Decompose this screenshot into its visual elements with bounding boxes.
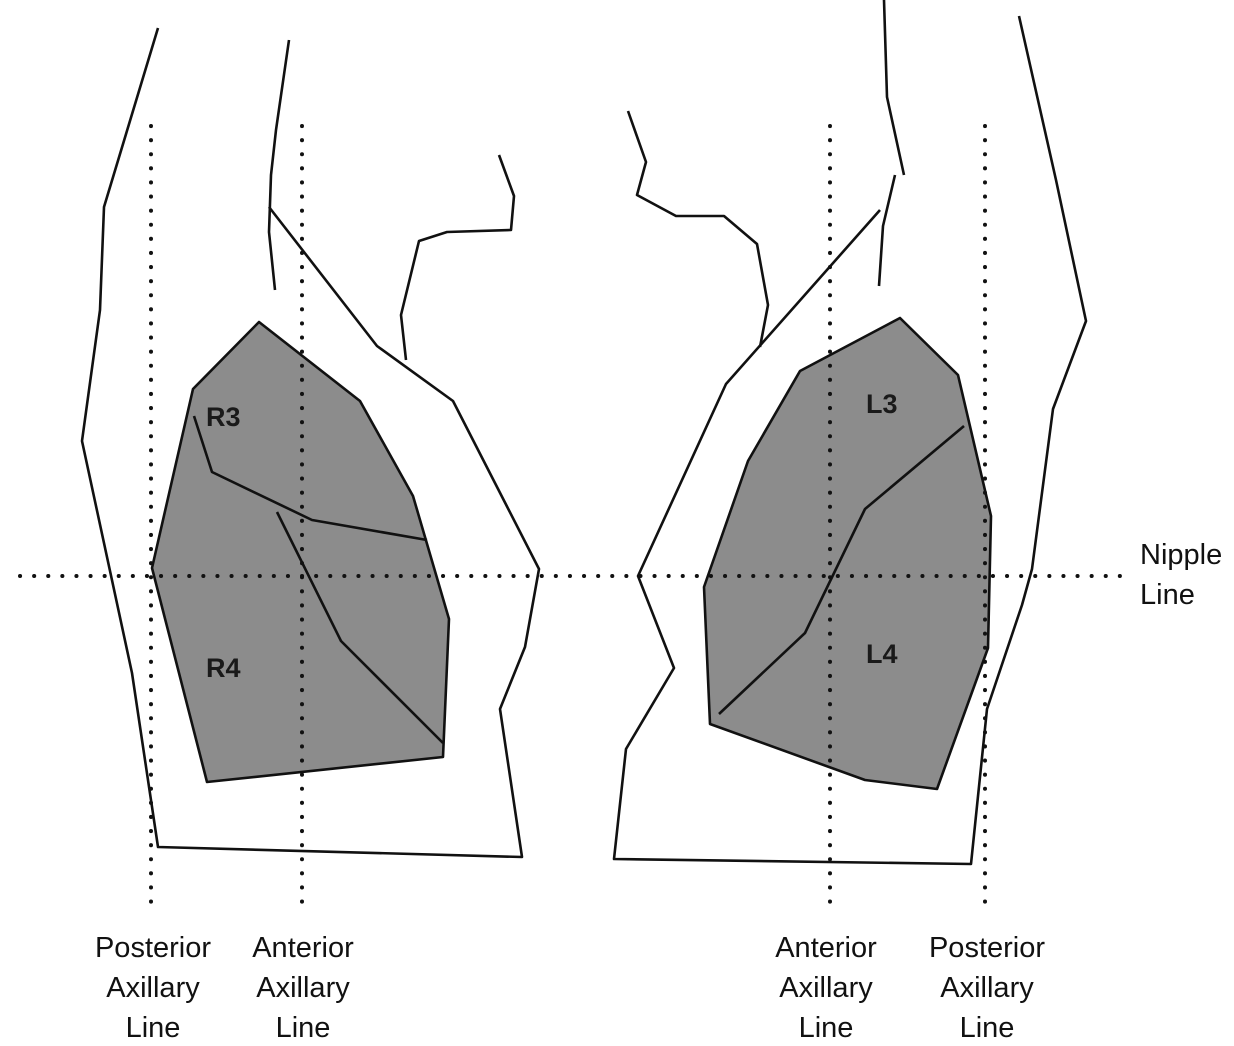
right-posterior-label-line2: Axillary [106, 972, 200, 1004]
left-arm-inner-contour [877, 174, 897, 287]
nipple-line-label: Nipple Line [1140, 539, 1222, 611]
left-anterior-label-line2: Axillary [779, 972, 873, 1004]
right-anterior-label-line1: Anterior [252, 932, 354, 964]
left-neck-contour [626, 110, 770, 348]
right-horizontal-fissure [192, 415, 428, 542]
right-lung [150, 320, 451, 784]
nipple-line-label-line1: Nipple [1140, 539, 1222, 571]
zone-label-r3: R3 [206, 402, 241, 432]
reference-lines [18, 124, 1122, 908]
left-posterior-label-line2: Axillary [940, 972, 1034, 1004]
zone-label-l4: L4 [866, 639, 898, 669]
left-anterior-label-line3: Line [799, 1012, 854, 1044]
right-oblique-fissure [275, 511, 444, 744]
left-back-contour [612, 15, 1088, 866]
left-posterior-label-line3: Line [960, 1012, 1015, 1044]
left-oblique-fissure [718, 425, 965, 715]
nipple-line-label-line2: Line [1140, 579, 1195, 611]
left-hemithorax [612, 0, 1088, 866]
right-posterior-label-line3: Line [126, 1012, 181, 1044]
zone-label-r4: R4 [206, 653, 241, 683]
right-anterior-label-line3: Line [276, 1012, 331, 1044]
left-lung [702, 316, 993, 791]
right-posterior-label-line1: Posterior [95, 932, 211, 964]
left-arm-contour [882, 0, 906, 176]
right-arm-contour [267, 39, 291, 291]
right-anterior-label-line2: Axillary [256, 972, 350, 1004]
right-hemithorax [80, 27, 541, 859]
right-lung-fissures [192, 415, 444, 744]
right-back-contour [80, 27, 541, 859]
left-anterior-axillary-label: Anterior Axillary Line [775, 932, 877, 1044]
zone-label-l3: L3 [866, 389, 898, 419]
right-neck-contour [399, 154, 516, 361]
right-anterior-axillary-label: Anterior Axillary Line [252, 932, 354, 1044]
right-posterior-axillary-label: Posterior Axillary Line [95, 932, 211, 1044]
left-posterior-axillary-label: Posterior Axillary Line [929, 932, 1045, 1044]
left-posterior-label-line1: Posterior [929, 932, 1045, 964]
left-anterior-label-line1: Anterior [775, 932, 877, 964]
